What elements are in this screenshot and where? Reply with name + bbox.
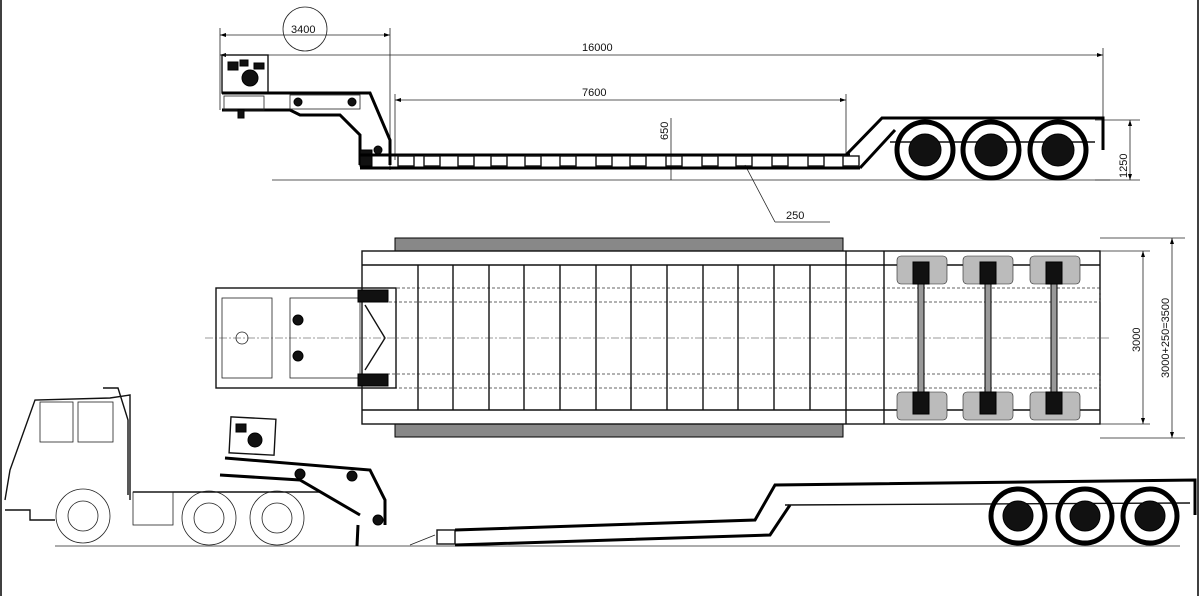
low-deck (360, 153, 860, 170)
dimension-deck-height: 650 (659, 118, 672, 180)
outrigger-brackets (397, 155, 860, 167)
tractor-coupled-view (4, 387, 1197, 547)
rear-axle-section (844, 116, 1105, 181)
dimension-label-1250: 1250 (1118, 154, 1130, 178)
crossmembers (417, 251, 885, 424)
dimension-gooseneck: 3400 (219, 6, 391, 170)
dimension-label-3000: 3000 (1131, 328, 1143, 352)
top-view: 3000 3000+250=3500 (205, 237, 1185, 439)
tractor-cab (4, 387, 320, 526)
dimension-label-3500: 3000+250=3500 (1160, 298, 1172, 378)
dimension-label-650: 650 (659, 122, 671, 140)
trailer-wheels-bottom (988, 486, 1180, 546)
lowered-trailer (409, 478, 1197, 547)
dimension-outrigger: 250 (744, 164, 830, 223)
dimension-overall-length: 16000 (220, 42, 1104, 120)
deck-outline (361, 250, 1101, 425)
outrigger-row-bottom (394, 423, 844, 438)
dimension-label-7600: 7600 (582, 87, 606, 99)
outrigger-row-top (394, 237, 844, 252)
gooseneck-frame (222, 91, 392, 167)
detached-gooseneck (219, 456, 387, 547)
power-pack-unit (221, 54, 269, 94)
dimension-deck-length: 7600 (394, 87, 847, 160)
dimension-deck-width: 3000 (1100, 250, 1150, 425)
dimension-extended-width: 3000+250=3500 (1100, 237, 1185, 439)
dimension-label-250: 250 (786, 210, 804, 222)
side-view: 3400 16000 7600 650 250 (219, 6, 1140, 223)
power-pack-coupled (228, 416, 277, 456)
top-axles (896, 255, 1081, 421)
dimension-label-16000: 16000 (582, 42, 613, 54)
tractor-wheels (55, 488, 305, 546)
dimension-label-3400: 3400 (291, 24, 315, 36)
side-wheels (894, 119, 1089, 181)
